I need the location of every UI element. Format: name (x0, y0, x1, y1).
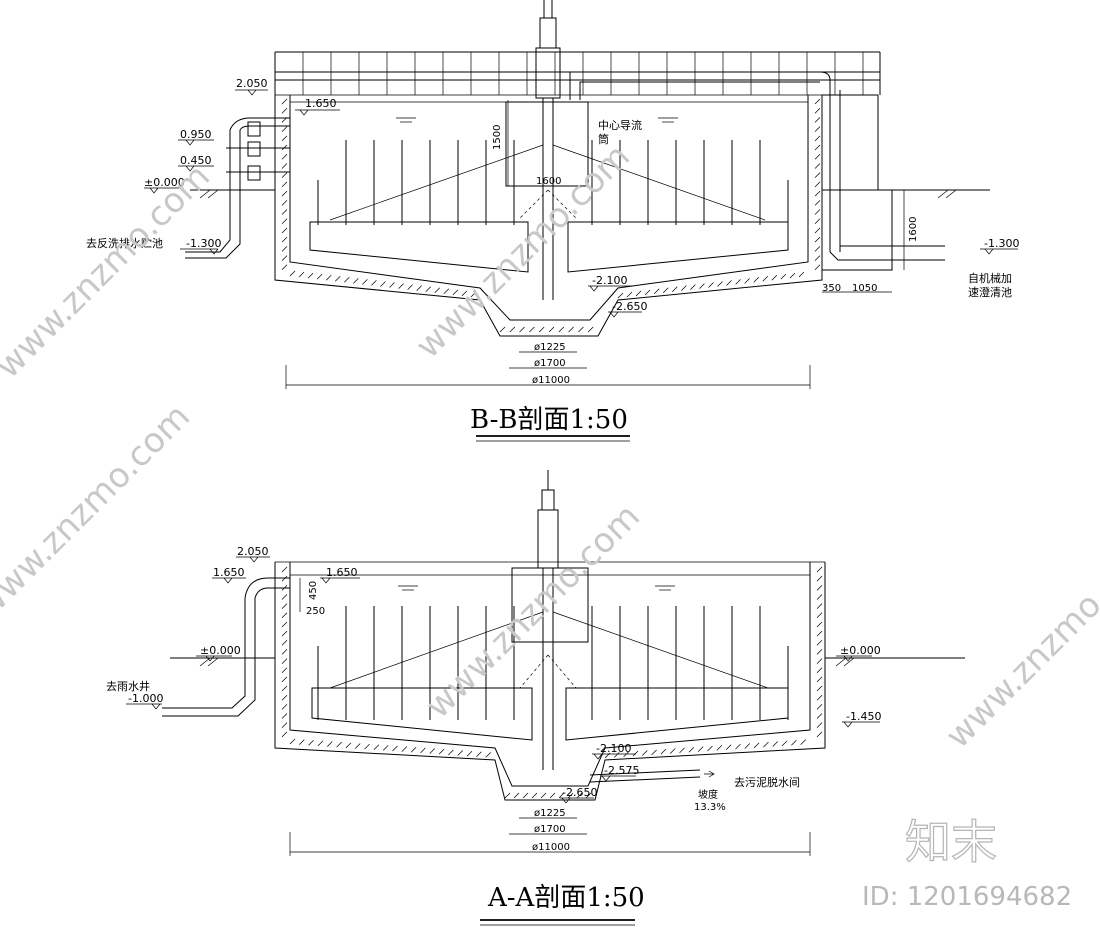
bb-center-shaft (329, 0, 766, 300)
watermark-logo: 知末 (905, 815, 997, 869)
aa-sludge-pipe (589, 769, 715, 783)
bb-elev-m1300-right: -1.300 (984, 237, 1019, 250)
bb-label-center-tube-a: 中心导流 (598, 118, 642, 132)
bb-elev-m1300-left: -1.300 (186, 237, 221, 250)
aa-dim-450: 450 (308, 581, 319, 600)
bb-label-center-tube-b: 筒 (598, 132, 609, 146)
aa-label-sludge: 去污泥脱水间 (734, 775, 800, 789)
bb-dim-1500: 1500 (492, 125, 503, 150)
aa-dim-phi1700: ø1700 (534, 824, 566, 835)
bb-dimensions (285, 100, 905, 389)
aa-scraper-rods (317, 606, 789, 720)
aa-dimensions (289, 578, 811, 856)
bb-right-pipes (569, 71, 990, 271)
bb-label-backwash: 去反洗排水贮池 (86, 236, 163, 250)
watermark-site-5: www.znzmo.com (938, 526, 1100, 756)
section-bb: 2.050 1.650 0.950 0.450 ±0.000 -1.300 -1… (86, 0, 1019, 442)
aa-title: A-A剖面1:50 (487, 883, 645, 913)
aa-scraper-frame (311, 687, 789, 741)
aa-elev-1650-in: 1.650 (326, 566, 358, 579)
bb-elev-0000: ±0.000 (144, 176, 185, 189)
aa-label-slope-a: 坡度 (698, 788, 718, 801)
bb-elev-1650: 1.650 (305, 97, 337, 110)
aa-tank-wall (274, 561, 826, 801)
aa-dim-phi11000: ø11000 (532, 842, 570, 853)
bb-dim-1600-top: 1600 (536, 176, 561, 187)
aa-center-shaft (329, 470, 769, 770)
aa-label-rain-well: 去雨水井 (106, 679, 150, 693)
bb-dim-phi1700: ø1700 (534, 358, 566, 369)
watermark-site-2: www.znzmo.com (408, 136, 638, 366)
aa-left-pipes (162, 577, 290, 717)
aa-elev-m1000: -1.000 (128, 692, 163, 705)
bb-elev-0450: 0.450 (180, 154, 212, 167)
section-aa: 2.050 1.650 1.650 ±0.000 ±0.000 -1.000 -… (106, 470, 965, 926)
bb-dim-1050: 1050 (852, 283, 877, 294)
watermark-site-3: www.znzmo.com (0, 396, 198, 626)
aa-elevation-markers (126, 556, 880, 804)
aa-elev-1650-left: 1.650 (213, 566, 245, 579)
bb-scraper-frame (309, 221, 789, 273)
bb-scraper-rods (317, 140, 789, 225)
bb-water-level (396, 117, 678, 123)
aa-concrete-hatch (281, 566, 823, 799)
bb-handrail (274, 51, 881, 95)
aa-dim-phi1225: ø1225 (534, 808, 566, 819)
bb-elevation-markers (144, 89, 1018, 318)
watermark-id: ID: 1201694682 (862, 882, 1072, 912)
watermarks: www.znzmo.com www.znzmo.com www.znzmo.co… (0, 136, 1100, 912)
bb-concrete-hatch (281, 98, 821, 333)
watermark-site-4: www.znzmo.com (418, 496, 648, 726)
bb-label-clarifier-a: 自机械加 (968, 271, 1012, 285)
bb-dim-350: 350 (822, 283, 841, 294)
aa-elev-0000-left: ±0.000 (200, 644, 241, 657)
bb-dim-phi1225: ø1225 (534, 342, 566, 353)
bb-ground (190, 189, 957, 199)
bb-title: B-B剖面1:50 (470, 405, 628, 435)
aa-elev-m1450: -1.450 (846, 710, 881, 723)
aa-dim-250: 250 (306, 606, 325, 617)
aa-elev-0000-right: ±0.000 (840, 644, 881, 657)
bb-dim-phi11000: ø11000 (532, 375, 570, 386)
bb-dim-1600-side: 1600 (908, 217, 919, 242)
bb-left-pipes (185, 117, 290, 259)
aa-elev-2050: 2.050 (237, 545, 269, 558)
aa-elev-m2650: -2.650 (562, 786, 597, 799)
bb-label-clarifier-b: 速澄清池 (968, 285, 1012, 299)
aa-label-slope-b: 13.3% (694, 802, 726, 813)
aa-water-level (398, 585, 675, 591)
aa-elev-m2575: -2.575 (604, 764, 639, 777)
watermark-site-1: www.znzmo.com (0, 156, 218, 386)
aa-elev-m2100: -2.100 (596, 742, 631, 755)
aa-ground (170, 657, 965, 667)
bb-elev-m2650: -2.650 (612, 300, 647, 313)
bb-elev-2050: 2.050 (236, 77, 268, 90)
bb-elev-0950: 0.950 (180, 128, 212, 141)
bb-elev-m2100: -2.100 (592, 274, 627, 287)
